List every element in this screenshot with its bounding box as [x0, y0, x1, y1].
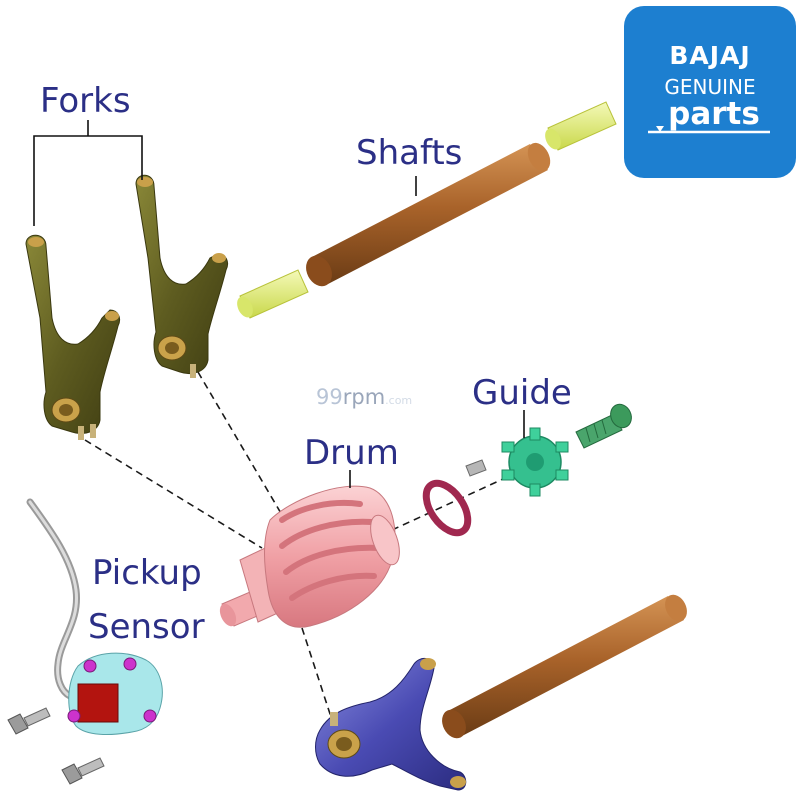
logo-genuine: GENUINE	[664, 75, 755, 99]
sleeve-right	[545, 101, 617, 151]
small-pin	[465, 459, 487, 477]
logo-background	[624, 6, 796, 178]
pickup-sensor	[26, 498, 163, 735]
logo-arrow-icon	[656, 126, 664, 132]
fork-left	[25, 234, 121, 440]
forks-bracket	[33, 135, 143, 226]
logo-brand: BAJAJ	[669, 41, 750, 70]
label-guide: Guide	[472, 373, 572, 413]
label-sensor: Sensor	[88, 607, 205, 647]
leader-lines	[33, 120, 525, 488]
sleeve-left	[237, 269, 309, 319]
watermark: 99rpm.com	[316, 385, 412, 409]
bolt-lower	[61, 757, 105, 785]
label-pickup: Pickup	[92, 553, 202, 593]
fork-middle	[135, 174, 229, 378]
bolt-upper	[7, 707, 51, 735]
lower-shaft	[442, 594, 687, 739]
dash-line-fork2	[197, 371, 293, 533]
bajaj-genuine-parts-logo: BAJAJ GENUINE parts	[624, 6, 796, 178]
label-drum: Drum	[304, 433, 399, 473]
upper-shaft	[306, 142, 551, 287]
drum	[219, 485, 400, 628]
fork-lower	[315, 658, 467, 791]
label-shafts: Shafts	[356, 133, 462, 173]
dash-line-fork1	[84, 439, 263, 549]
o-ring	[422, 479, 472, 537]
guide-bolt	[575, 403, 632, 449]
label-forks: Forks	[40, 81, 131, 121]
logo-parts: parts	[668, 96, 760, 132]
dash-line-lower-fork	[301, 627, 333, 721]
guide	[501, 427, 569, 497]
